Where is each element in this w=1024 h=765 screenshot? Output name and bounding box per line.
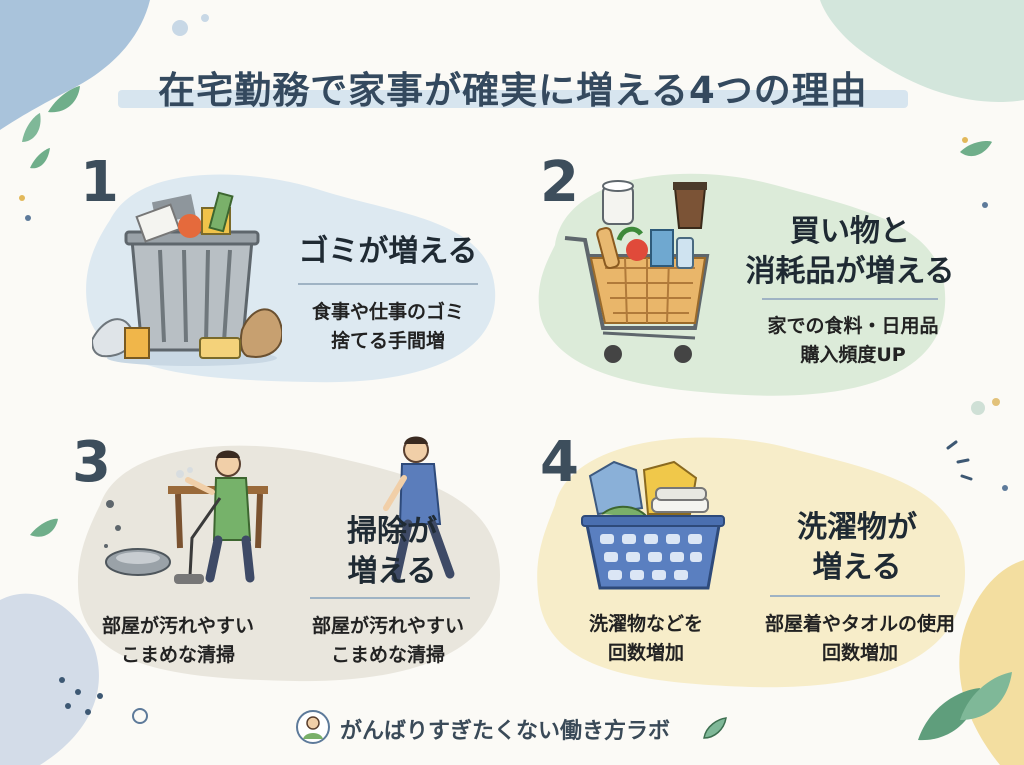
section-4-number: 4 — [540, 430, 579, 495]
section-3-caption: 部屋が汚れやすい こまめな清掃 — [101, 615, 254, 666]
page-title: 在宅勤務で家事が確実に増える4つの理由 — [158, 69, 868, 112]
section-2-heading: 買い物と 消耗品が増える — [745, 214, 955, 289]
section-3-heading: 掃除が 増える — [347, 514, 437, 589]
footer-brand: がんばりすぎたくない働き方ラボ — [340, 719, 671, 744]
title-banner: 在宅勤務で家事が確実に増える4つの理由 — [118, 60, 908, 116]
leaf-icon — [703, 717, 727, 739]
section-4-heading: 洗濯物が 増える — [797, 510, 917, 585]
person-avatar-icon — [296, 710, 330, 744]
section-3-description: 部屋が汚れやすい こまめな清掃 — [311, 615, 464, 666]
panel-4-background — [537, 437, 966, 688]
title-highlight — [118, 90, 908, 108]
shopping-cart-icon — [564, 180, 710, 363]
trash-can-icon — [92, 191, 282, 366]
section-3-divider — [310, 597, 470, 599]
section-4-divider — [770, 595, 940, 597]
section-2-description: 家での食料・日用品 購入頻度UP — [767, 315, 939, 366]
panel-3-background — [77, 445, 500, 682]
section-2-divider — [762, 298, 938, 300]
laundry-basket-icon — [581, 460, 725, 590]
section-2-number: 2 — [540, 150, 579, 215]
section-3-number: 3 — [72, 430, 111, 495]
vacuum-cleaning-icon — [104, 436, 455, 584]
section-1-divider — [298, 283, 478, 285]
section-1-heading: ゴミが増える — [298, 234, 478, 269]
panel-2-background — [538, 173, 946, 396]
section-1-description: 食事や仕事のゴミ 捨てる手間増 — [311, 301, 464, 352]
section-4-description: 部屋着やタオルの使用 回数増加 — [764, 613, 955, 664]
section-1-number: 1 — [80, 150, 119, 215]
section-4-caption: 洗濯物などを 回数増加 — [588, 613, 703, 664]
